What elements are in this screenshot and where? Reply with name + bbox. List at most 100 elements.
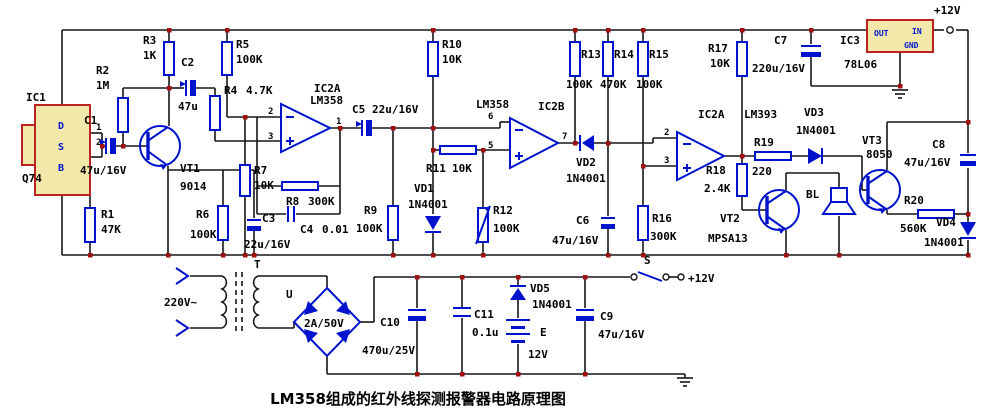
r15-value: 100K xyxy=(636,78,663,91)
c10-ref: C10 xyxy=(380,316,400,329)
r10-ref: R10 xyxy=(442,38,462,51)
diode-vd2: VD2 1N4001 xyxy=(566,135,606,185)
r2-value: 1M xyxy=(96,79,110,92)
resistor-r5: R5 100K xyxy=(221,38,263,76)
battery-value: 12V xyxy=(528,348,548,361)
ic1-pin-b-label: B xyxy=(58,163,64,174)
ic1-body xyxy=(34,104,91,196)
resistor-r8: R8 300K xyxy=(281,181,335,208)
lm393-chip: LM393 xyxy=(744,108,777,121)
r15-ref: R15 xyxy=(649,48,669,61)
mains-input: 220V~ xyxy=(164,267,197,337)
c6-value: 47u/16V xyxy=(552,234,599,247)
vd2-ref: VD2 xyxy=(576,156,596,169)
battery-e: E 12V xyxy=(506,319,548,361)
capacitor-c8: C8 47u/16V xyxy=(904,138,976,169)
junction-dots xyxy=(88,28,971,377)
r20-value: 560K xyxy=(900,222,927,235)
lm393-ref: IC2A xyxy=(698,108,725,121)
r16-value: 300K xyxy=(650,230,677,243)
r9-value: 100K xyxy=(356,222,383,235)
c11-value: 0.1u xyxy=(472,326,499,339)
vd5-value: 1N4001 xyxy=(532,298,572,311)
c5-ref: C5 xyxy=(352,103,365,116)
r18-value: 2.4K xyxy=(704,182,731,195)
resistor-r18: R18 2.4K xyxy=(704,163,748,197)
ic2b-pin6: 6 xyxy=(488,112,493,122)
r4-value: 4.7K xyxy=(246,84,273,97)
v12-terminal-top: +12V xyxy=(934,4,961,34)
r14-ref: R14 xyxy=(614,48,634,61)
ic1-sensor: D S B IC1 Q74 1 2 xyxy=(21,91,101,196)
capacitor-c5: C5 22u/16V xyxy=(352,103,419,136)
c3-value: 22u/16V xyxy=(244,238,291,251)
capacitor-c2: C2 47u xyxy=(178,56,198,113)
transistor-vt3: VT3 8050 xyxy=(859,134,901,214)
ic1-pin-d-label: D xyxy=(58,121,64,132)
r13-value: 100K xyxy=(566,78,593,91)
r11-value: 10K xyxy=(452,162,472,175)
c8-ref: C8 xyxy=(932,138,945,151)
transistor-vt2: VT2 MPSA13 xyxy=(708,189,800,245)
resistor-r14: R14 470K xyxy=(600,41,634,91)
opamp-ic2a: IC2A LM358 2 3 1 xyxy=(268,82,343,154)
vd3-value: 1N4001 xyxy=(796,124,836,137)
ic2a-pin2: 2 xyxy=(268,107,273,117)
schematic-caption: LM358组成的红外线探测报警器电路原理图 xyxy=(270,390,566,408)
resistor-r17: R17 10K xyxy=(708,41,748,77)
capacitor-c10: C10 470u/25V xyxy=(362,309,426,357)
resistor-r1: R1 47K xyxy=(84,207,121,243)
power-switch-s: S +12V xyxy=(630,254,715,285)
ic3-gnd-pin: GND xyxy=(904,41,919,50)
comparator-ic2a-lm393: IC2A LM393 2 3 xyxy=(664,108,777,182)
ic2b-chip: LM358 xyxy=(476,98,509,111)
switch-label: S xyxy=(644,254,651,267)
ic3-in-pin: IN xyxy=(912,27,922,36)
ic1-pin-s-label: S xyxy=(58,142,64,153)
resistor-r11: R11 10K xyxy=(426,145,477,175)
resistor-r7: R7 10K xyxy=(239,164,274,197)
ic3-ref: IC3 xyxy=(840,34,860,47)
vt2-ref: VT2 xyxy=(720,212,740,225)
resistor-r16: R16 300K xyxy=(637,205,677,243)
r19-ref: R19 xyxy=(754,136,774,149)
r20-ref: R20 xyxy=(904,194,924,207)
opamp-ic2b: LM358 IC2B 6 5 7 xyxy=(476,98,567,170)
vd3-ref: VD3 xyxy=(804,106,824,119)
diode-vd1: VD1 1N4001 xyxy=(408,182,448,233)
transformer-t: T xyxy=(219,258,261,334)
c9-ref: C9 xyxy=(600,310,613,323)
r12-ref: R12 xyxy=(493,204,513,217)
vd5-ref: VD5 xyxy=(530,282,550,295)
r13-ref: R13 xyxy=(581,48,601,61)
c6-ref: C6 xyxy=(576,214,590,227)
vt1-model: 9014 xyxy=(180,180,207,193)
r6-ref: R6 xyxy=(196,208,210,221)
r14-value: 470K xyxy=(600,78,627,91)
c7-value: 220u/16V xyxy=(752,62,805,75)
resistor-r20: R20 560K xyxy=(900,194,955,235)
ic2b-ref: IC2B xyxy=(538,100,565,113)
r1-value: 47K xyxy=(101,223,121,236)
r3-value: 1K xyxy=(143,49,157,62)
c5-value: 22u/16V xyxy=(372,103,419,116)
ic1-ref: IC1 xyxy=(26,91,46,104)
ic2a-pin1: 1 xyxy=(336,117,341,127)
c10-value: 470u/25V xyxy=(362,344,415,357)
capacitor-c9: C9 47u/16V xyxy=(576,309,645,341)
ic2a-pin3: 3 xyxy=(268,132,273,142)
lm393-pin3: 3 xyxy=(664,156,669,166)
bridge-rectifier-u: U 2A/50V xyxy=(286,286,362,358)
ic2b-pin5: 5 xyxy=(488,141,493,151)
vd2-value: 1N4001 xyxy=(566,172,606,185)
ic3-out-pin: OUT xyxy=(874,29,889,38)
r5-ref: R5 xyxy=(236,38,249,51)
r18-ref: R18 xyxy=(706,164,726,177)
r17-value: 10K xyxy=(710,57,730,70)
diode-vd3: VD3 1N4001 xyxy=(796,106,836,164)
c1-ref: C1 xyxy=(84,114,98,127)
v12-top-label: +12V xyxy=(934,4,961,17)
ic2a-chip: LM358 xyxy=(310,94,343,107)
diode-vd4: VD4 1N4001 xyxy=(924,216,976,249)
ic1-tab xyxy=(21,124,36,166)
